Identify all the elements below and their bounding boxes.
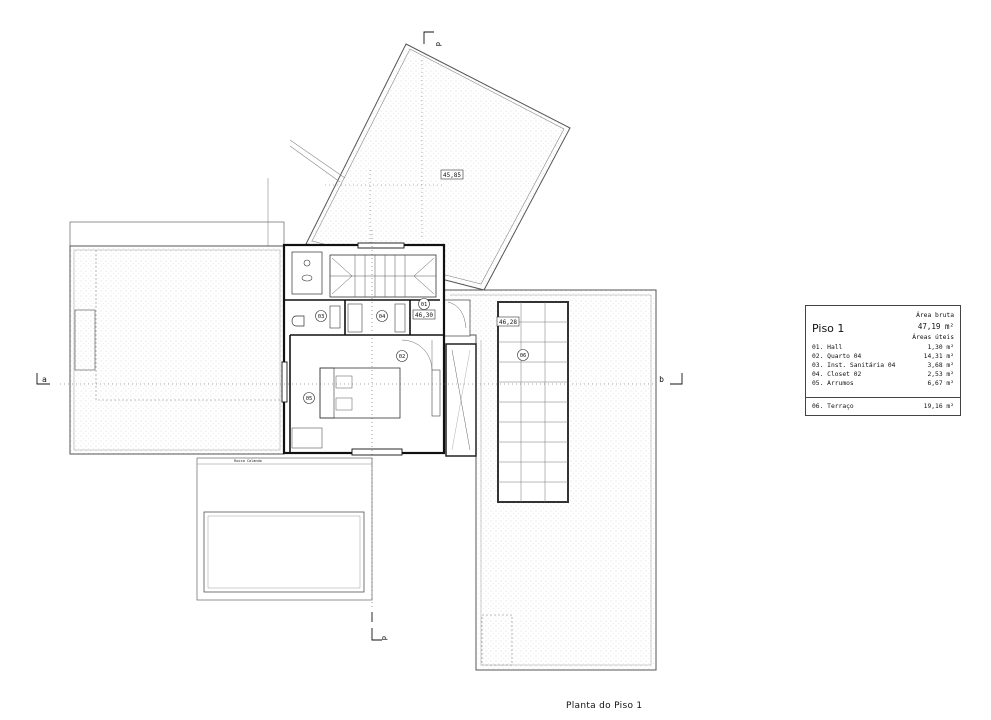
legend-terrace-area: 19,16 m²	[923, 403, 954, 410]
useful-area-label: Áreas úteis	[912, 334, 954, 341]
legend-room-area: 6,67 m²	[927, 380, 954, 387]
legend-room-area: 3,68 m²	[927, 362, 954, 369]
legend-room-name: 03. Inst. Sanitária 04	[812, 362, 896, 369]
core-area-tag: 46,30	[415, 312, 433, 319]
side-corridor	[443, 299, 477, 457]
legend-room-name: 01. Hall	[812, 344, 843, 351]
terrace-area-tag-box	[496, 316, 520, 327]
gross-area-value: 47,19 m²	[917, 322, 954, 331]
pool-area	[196, 457, 373, 601]
legend-row: 05. Arrumos 6,67 m²	[812, 380, 954, 388]
section-mark-b	[670, 373, 683, 385]
room-label-05: 05	[306, 396, 313, 402]
building-core	[281, 242, 446, 456]
legend-row: 04. Closet 02 2,53 m²	[812, 371, 954, 379]
legend-room-name: 05. Arrumos	[812, 380, 854, 387]
legend-row: 02. Quarto 04 14,31 m²	[812, 353, 954, 361]
legend-room-area: 1,30 m²	[927, 344, 954, 351]
room-label-06: 06	[520, 353, 527, 359]
legend-room-area: 14,31 m²	[923, 353, 954, 360]
legend-divider	[806, 397, 960, 398]
floor-title: Piso 1	[812, 322, 845, 335]
roof-construction-lines	[325, 60, 445, 245]
section-mark-d-top	[423, 31, 434, 44]
legend-row: 03. Inst. Sanitária 04 3,68 m²	[812, 362, 954, 370]
street-label: Rocca Calando	[234, 459, 261, 463]
section-mark-d-bottom	[371, 612, 382, 641]
section-label-a: a	[42, 375, 47, 384]
drawing-caption: Planta do Piso 1	[566, 701, 643, 711]
legend-room-area: 2,53 m²	[927, 371, 954, 378]
room-label-03: 03	[318, 314, 325, 320]
legend-room-name: 04. Closet 02	[812, 371, 862, 378]
section-axis-lines	[60, 230, 655, 610]
room-label-04: 04	[379, 314, 386, 320]
section-label-b: b	[659, 375, 664, 384]
roof-area-tag-box	[440, 169, 464, 180]
section-label-d-top: d	[434, 42, 442, 46]
terrace-area-tag: 46,28	[499, 319, 517, 326]
gross-area-label: Área bruta	[916, 312, 954, 319]
legend-terrace-row: 06. Terraço 19,16 m²	[812, 403, 954, 411]
legend-room-name: 02. Quarto 04	[812, 353, 862, 360]
left-terrace-slab	[69, 221, 285, 455]
legend-terrace-name: 06. Terraço	[812, 403, 854, 410]
legend-row: 01. Hall 1,30 m²	[812, 344, 954, 352]
tiled-terrace-06	[497, 301, 569, 503]
room-number-circles	[303, 298, 529, 404]
site-diagonal-lines	[267, 139, 346, 246]
section-mark-a	[36, 373, 50, 385]
area-legend: Área bruta Piso 1 47,19 m² Áreas úteis 0…	[805, 305, 961, 416]
roof-area-tag: 45,85	[443, 172, 461, 179]
room-label-02: 02	[399, 354, 406, 360]
section-label-d-bottom: d	[380, 636, 388, 640]
room-label-01: 01	[421, 302, 428, 308]
core-area-tag-box	[412, 309, 436, 320]
